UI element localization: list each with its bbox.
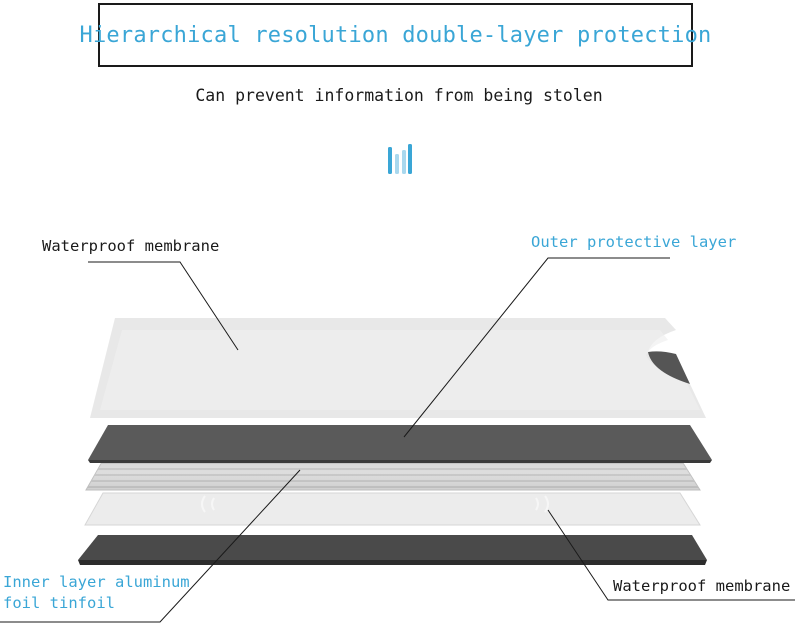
- bottom-waterproof-membrane: [84, 492, 701, 526]
- label-inner-layer-line2: foil tinfoil: [3, 594, 115, 612]
- leader-line-waterproof-top: [88, 261, 239, 351]
- label-waterproof-membrane-top: Waterproof membrane: [42, 237, 220, 255]
- leader-line-outer-protective: [403, 257, 670, 438]
- leader-line-inner-layer: [0, 469, 301, 623]
- outer-protective-layer: [88, 425, 712, 460]
- bottom-base-layer: [78, 535, 707, 560]
- title-box: Hierarchical resolution double-layer pro…: [80, 3, 711, 67]
- page-title: Hierarchical resolution double-layer pro…: [79, 22, 712, 48]
- bars-icon: [388, 144, 412, 174]
- label-outer-protective-layer: Outer protective layer: [531, 233, 737, 251]
- page-subtitle: Can prevent information from being stole…: [195, 86, 603, 105]
- leader-line-waterproof-bottom: [547, 509, 795, 601]
- label-inner-layer-line1: Inner layer aluminum: [3, 573, 190, 591]
- label-waterproof-membrane-bottom: Waterproof membrane: [613, 577, 791, 595]
- notch-shadow: [648, 351, 690, 384]
